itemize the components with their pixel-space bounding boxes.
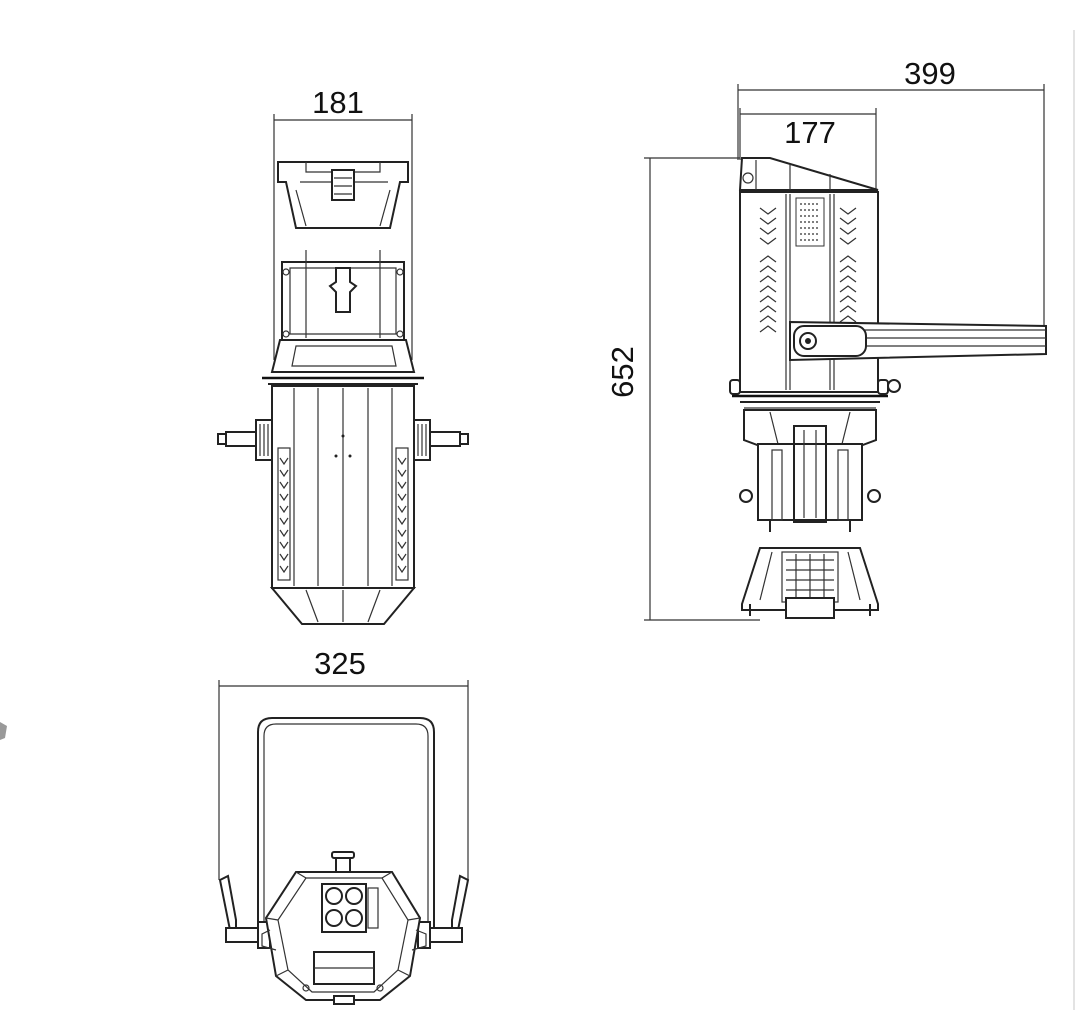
front-vents-right (395, 447, 409, 581)
edge-mark (0, 722, 7, 740)
front-knob-right (413, 419, 469, 461)
bottom-handle-right (417, 874, 470, 949)
dimension-bottom-width: 325 (218, 646, 469, 880)
side-top-cap (738, 157, 879, 191)
dimension-side-width: 177 (739, 108, 877, 190)
dim-label-399: 399 (904, 56, 956, 91)
side-lower-housing (743, 409, 877, 447)
front-view: 181 (217, 85, 469, 625)
dimension-front-width: 181 (273, 85, 413, 360)
side-yoke-arm (789, 320, 1047, 362)
side-gear-block (757, 443, 863, 521)
dim-label-652: 652 (605, 346, 640, 398)
dim-label-177: 177 (784, 115, 836, 150)
bottom-fixture-head (264, 871, 422, 1001)
side-view: 399 177 652 (605, 56, 1047, 621)
side-base (741, 547, 879, 611)
bottom-handle-left (218, 874, 271, 949)
side-vents-right (839, 207, 857, 323)
dim-label-181: 181 (312, 85, 364, 120)
front-collar (270, 339, 416, 373)
front-vents-left (277, 447, 291, 581)
front-yoke-top (277, 161, 409, 229)
front-knob-left (217, 419, 273, 461)
bottom-view: 325 (218, 646, 470, 1005)
dimension-side-total: 399 (737, 56, 1045, 326)
side-vents-left (759, 207, 777, 333)
dim-label-325: 325 (314, 646, 366, 681)
dimension-height: 652 (605, 157, 760, 621)
side-grille (795, 197, 825, 247)
front-lens-end (269, 587, 417, 625)
bottom-yoke (257, 717, 435, 930)
